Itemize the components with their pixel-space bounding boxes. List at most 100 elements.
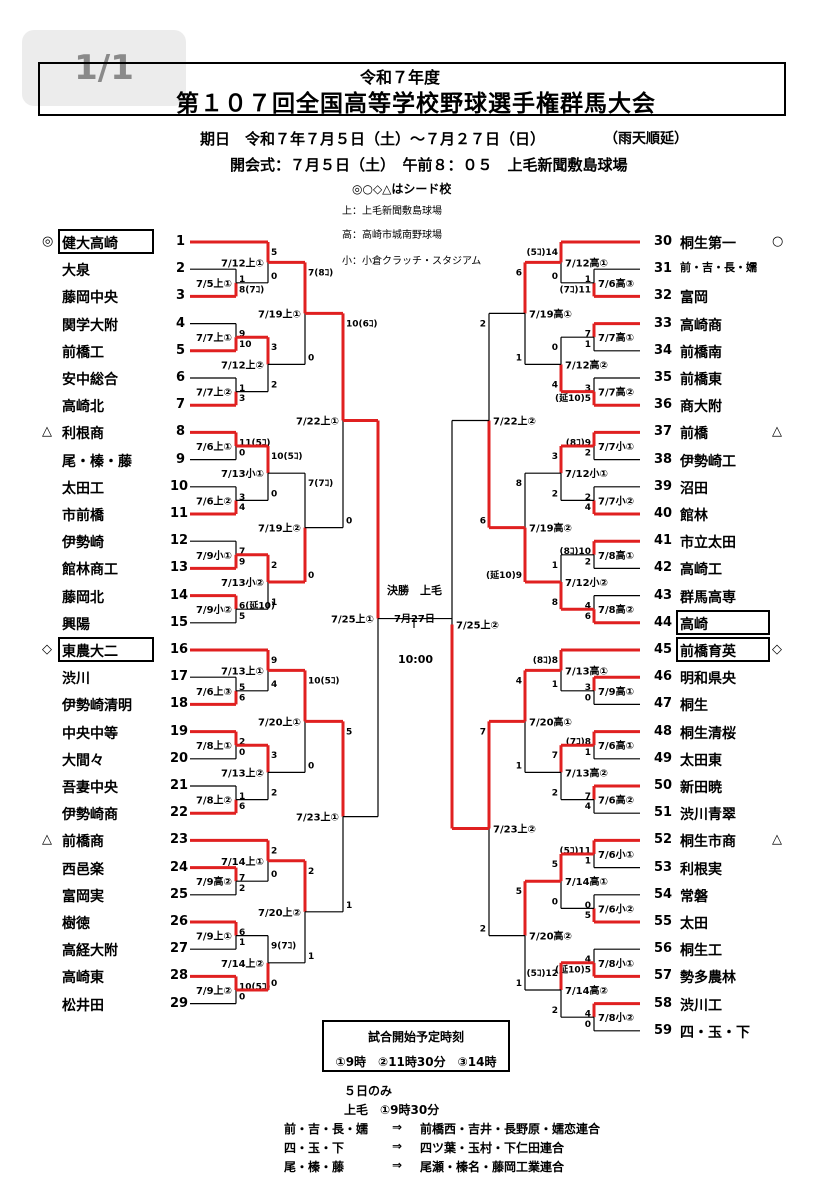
game-score-top: 5 — [552, 860, 558, 870]
game-score-bottom: 0 — [308, 761, 314, 771]
game-score-top: 7(8ｺ) — [308, 268, 333, 278]
final-date: 7月27日 — [394, 614, 435, 625]
game-score-bottom: 1 — [585, 340, 591, 350]
team-number: 11 — [170, 506, 189, 521]
game-date: 7/23上② — [493, 823, 536, 836]
game-score-top: 2 — [480, 319, 486, 329]
team-name: 安中総合 — [62, 372, 118, 388]
game-score-top: 7 — [480, 727, 486, 737]
team-number: 47 — [654, 696, 673, 712]
game-score-bottom: 0 — [239, 748, 245, 758]
game-score-top: 10(5ｺ) — [308, 676, 340, 686]
title-box — [38, 62, 786, 116]
game-date: 7/12上① — [221, 256, 264, 269]
team-number: 27 — [170, 941, 189, 957]
team-number: 50 — [654, 778, 673, 793]
team-name: 高崎 — [680, 616, 708, 633]
team-number: 10 — [170, 478, 189, 494]
game-score-bottom: 0 — [308, 571, 314, 581]
team-name: 高崎工 — [680, 562, 722, 579]
team-number: 12 — [170, 533, 189, 549]
game-date: 7/6高③ — [598, 277, 634, 290]
team-number: 44 — [654, 614, 673, 630]
game-score-top: 0 — [585, 901, 591, 911]
game-score-top: 7 — [585, 330, 591, 340]
team-name: 利根実 — [680, 861, 722, 878]
game-score-bottom: (延10)5 — [555, 963, 591, 975]
team-name: 高経大附 — [62, 943, 118, 960]
team-number: 13 — [170, 560, 189, 576]
game-score-top: 1 — [585, 275, 591, 285]
game-score-top: 6(延10) — [239, 600, 275, 612]
team-number: 34 — [654, 342, 673, 358]
game-date: 7/8上② — [196, 794, 232, 807]
team-name: 群馬高専 — [680, 589, 736, 606]
game-score-top: 5 — [271, 248, 277, 258]
game-score-top: 10(5ｺ) — [271, 452, 303, 462]
team-name: 高崎商 — [680, 317, 722, 334]
team-number: 19 — [170, 723, 189, 739]
game-score-bottom: 0 — [308, 353, 314, 363]
game-score-top: 6 — [239, 928, 245, 938]
game-score-bottom: (延10)5 — [555, 392, 591, 404]
team-number: 7 — [176, 397, 186, 413]
game-score-bottom: 4 — [271, 680, 277, 690]
game-score-bottom: 0 — [346, 517, 352, 527]
team-name: 藤岡中央 — [62, 290, 118, 307]
team-number: 6 — [176, 370, 186, 385]
team-name: 東農大二 — [62, 644, 118, 660]
game-score-top: 3 — [271, 751, 277, 761]
game-date: 7/19高② — [529, 522, 572, 535]
team-number: 37 — [654, 424, 673, 440]
team-number: 49 — [654, 750, 673, 766]
period: 期日 令和７年７月５日（土）～７月２７日（日） — [200, 130, 546, 148]
game-score-bottom: 0 — [271, 272, 277, 282]
game-score-bottom: 1 — [239, 938, 245, 948]
team-name: 前橋商 — [62, 834, 104, 851]
team-number: 48 — [654, 723, 673, 739]
team-number: 35 — [654, 370, 673, 385]
combined-abbr: 四・玉・下 — [284, 1141, 345, 1155]
game-score-top: 10(5ｺ) — [239, 982, 271, 992]
team-name: 前橋東 — [680, 372, 722, 388]
game-score-bottom: 2 — [271, 381, 277, 391]
seed-note: ◎○◇△はシード校 — [352, 182, 452, 196]
team-number: 26 — [170, 914, 189, 929]
team-name: 桐生市商 — [680, 834, 736, 851]
game-date: 7/14上② — [221, 957, 264, 970]
game-date: 7/5上① — [196, 277, 232, 290]
game-score-bottom: 0 — [552, 897, 558, 907]
start-times: ①9時 ②11時30分 ③14時 — [335, 1055, 497, 1069]
combined-arrow: ⇒ — [392, 1120, 403, 1134]
game-score-top: (8ｺ)10 — [559, 547, 591, 557]
team-number: 51 — [654, 805, 673, 821]
game-date: 7/12高① — [565, 256, 608, 269]
tournament-title: 第１０７回全国高等学校野球選手権群馬大会 — [176, 91, 656, 117]
team-name: 前・吉・長・嬬 — [680, 261, 757, 275]
game-score-top: 5 — [239, 683, 245, 693]
team-name: 館林商工 — [62, 562, 118, 579]
seed-mark: ○ — [772, 234, 784, 249]
game-date: 7/13小① — [221, 467, 264, 480]
game-date: 7/8小② — [598, 1011, 634, 1024]
team-number: 5 — [176, 342, 186, 358]
team-number: 59 — [654, 1022, 673, 1038]
game-score-bottom: 2 — [480, 925, 486, 935]
combined-arrow: ⇒ — [392, 1158, 403, 1172]
game-score-bottom: 2 — [552, 1006, 558, 1016]
team-number: 57 — [654, 968, 673, 984]
team-name: 高崎東 — [62, 970, 104, 987]
combined-schools: 尾瀬・榛名・藤岡工業 — [420, 1160, 541, 1174]
game-date: 7/13上① — [221, 664, 264, 677]
game-date: 7/20上② — [258, 906, 301, 919]
game-date: 7/12小② — [565, 576, 608, 589]
game-score-bottom: 2 — [552, 789, 558, 799]
combined-schools: 四ツ葉・玉村・下仁田 — [420, 1141, 541, 1155]
game-date: 7/22上② — [493, 415, 536, 428]
team-name: 前橋南 — [680, 344, 722, 361]
game-date: 7/8小① — [598, 957, 634, 970]
team-number: 38 — [654, 451, 673, 467]
team-number: 54 — [654, 886, 673, 902]
game-score-top: 2 — [585, 493, 591, 503]
start-time-title: 試合開始予定時刻 — [367, 1030, 464, 1044]
